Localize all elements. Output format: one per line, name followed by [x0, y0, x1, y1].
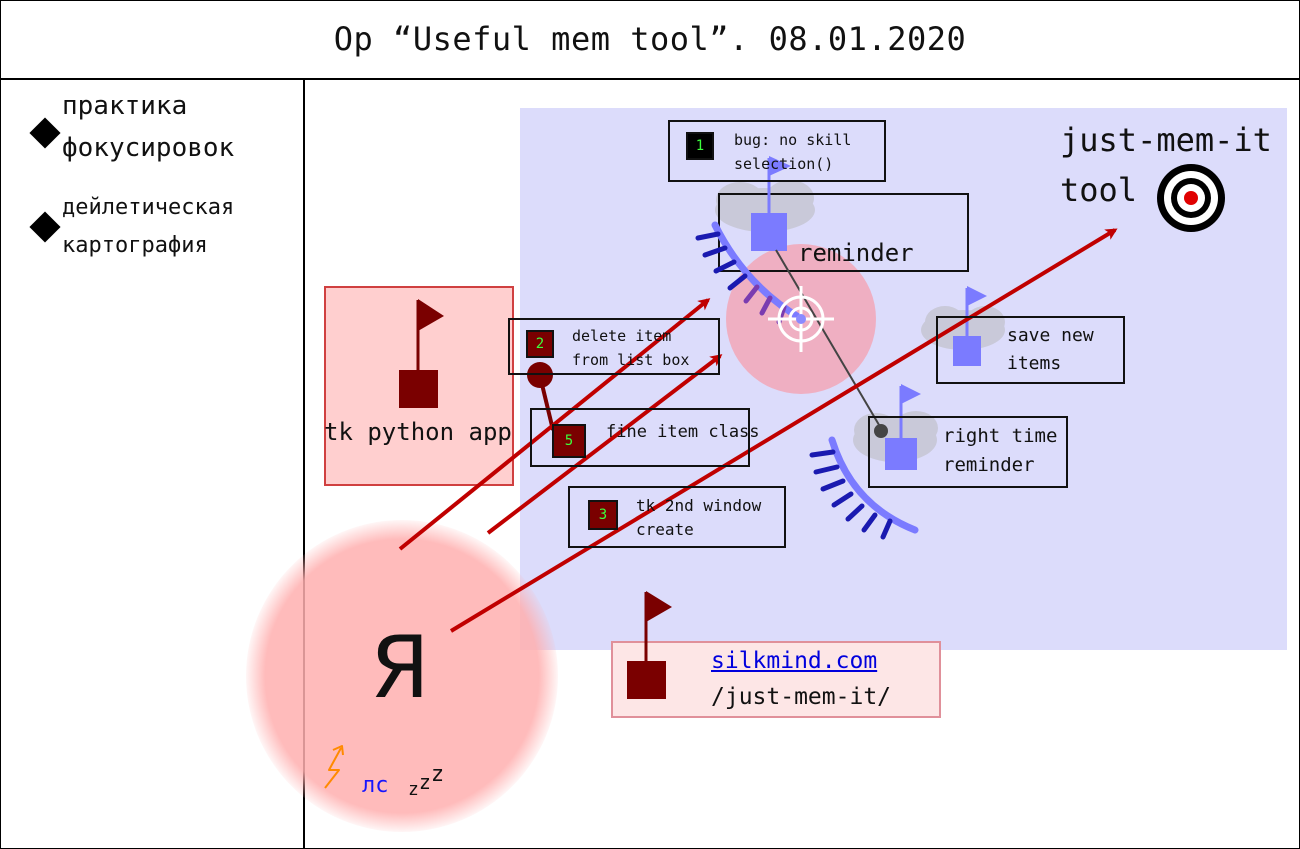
connector-dot — [874, 424, 888, 438]
task-link-dot — [527, 362, 553, 388]
task-line: tk 2nd window — [636, 496, 762, 515]
right-time-card[interactable]: right time reminder — [868, 416, 1068, 488]
self-label: Я — [370, 618, 430, 718]
sidebar-divider — [303, 80, 305, 849]
reminder-label: reminder — [798, 239, 914, 267]
save-items-text: save new items — [1007, 322, 1094, 378]
sidebar-item-cartography: дейлетическая картография — [62, 189, 234, 265]
arrow-to-fine-item — [486, 354, 723, 535]
task-text: fine item class — [606, 422, 760, 442]
task-text: tk 2nd window create — [636, 494, 761, 542]
target-label-line: tool — [1060, 171, 1138, 209]
target-label: just-mem-it tool — [1060, 115, 1272, 215]
title-bar: Ор “Useful mem tool”. 08.01.2020 — [0, 0, 1300, 80]
task-number-badge: 2 — [526, 330, 554, 358]
task-text: bug: no skill selection() — [734, 128, 851, 176]
eyelash-arc-icon — [695, 221, 804, 325]
task-line: from list box — [572, 351, 690, 369]
task-number-badge: 1 — [686, 132, 714, 160]
zzz-letter: z — [418, 770, 431, 794]
sidebar-item-practice: практика фокусировок — [62, 85, 234, 169]
save-items-line: items — [1007, 353, 1062, 374]
zzz-letter: z — [408, 779, 419, 800]
sidebar-item-line: фокусировок — [62, 133, 235, 163]
task-number-badge: 3 — [588, 500, 618, 530]
sleep-zzz: zzz — [408, 762, 444, 800]
task-line: delete item — [572, 327, 672, 345]
ls-label: лс — [362, 773, 389, 798]
site-path: /just-mem-it/ — [711, 684, 892, 710]
right-time-line: reminder — [943, 454, 1035, 476]
right-time-text: right time reminder — [943, 422, 1057, 480]
target-label-line: just-mem-it — [1060, 121, 1272, 159]
sidebar-item-line: практика — [62, 91, 188, 121]
diagram-title: Ор “Useful mem tool”. 08.01.2020 — [333, 20, 967, 58]
arrow-to-just-mem-it — [449, 228, 1118, 633]
task-line: create — [636, 520, 694, 539]
sidebar-item-line: картография — [62, 233, 208, 258]
red-flag-icon — [627, 591, 672, 699]
app-label: tk python app — [324, 418, 512, 446]
red-flag-icon — [399, 299, 444, 408]
cloud-icon — [715, 180, 815, 232]
save-items-line: save new — [1007, 325, 1094, 346]
task-card[interactable]: 5 fine item class — [530, 408, 760, 467]
crosshair-center — [796, 314, 806, 324]
sidebar-item-line: дейлетическая — [62, 195, 235, 220]
task-line: bug: no skill — [734, 131, 852, 149]
self-glow — [246, 520, 558, 832]
target-icon — [1157, 164, 1225, 232]
connector-line — [775, 249, 883, 431]
task-card[interactable]: 3 tk 2nd window create — [568, 486, 786, 548]
save-items-card[interactable]: save new items — [936, 316, 1125, 384]
right-time-line: right time — [943, 425, 1058, 447]
lightning-icon — [324, 745, 344, 789]
task-card[interactable]: 1 bug: no skill selection() — [668, 120, 886, 182]
blue-flag-icon — [953, 286, 987, 366]
blue-flag-icon — [885, 384, 921, 470]
eyelash-arc-icon — [809, 436, 919, 540]
blue-flag-icon — [751, 156, 791, 251]
site-link[interactable]: silkmind.com — [711, 648, 878, 674]
task-card[interactable]: 2 delete item from list box — [508, 318, 720, 375]
task-text: delete item from list box — [572, 324, 689, 372]
task-number-badge: 5 — [552, 424, 586, 458]
task-line: selection() — [734, 155, 834, 173]
zzz-letter: z — [430, 762, 445, 787]
